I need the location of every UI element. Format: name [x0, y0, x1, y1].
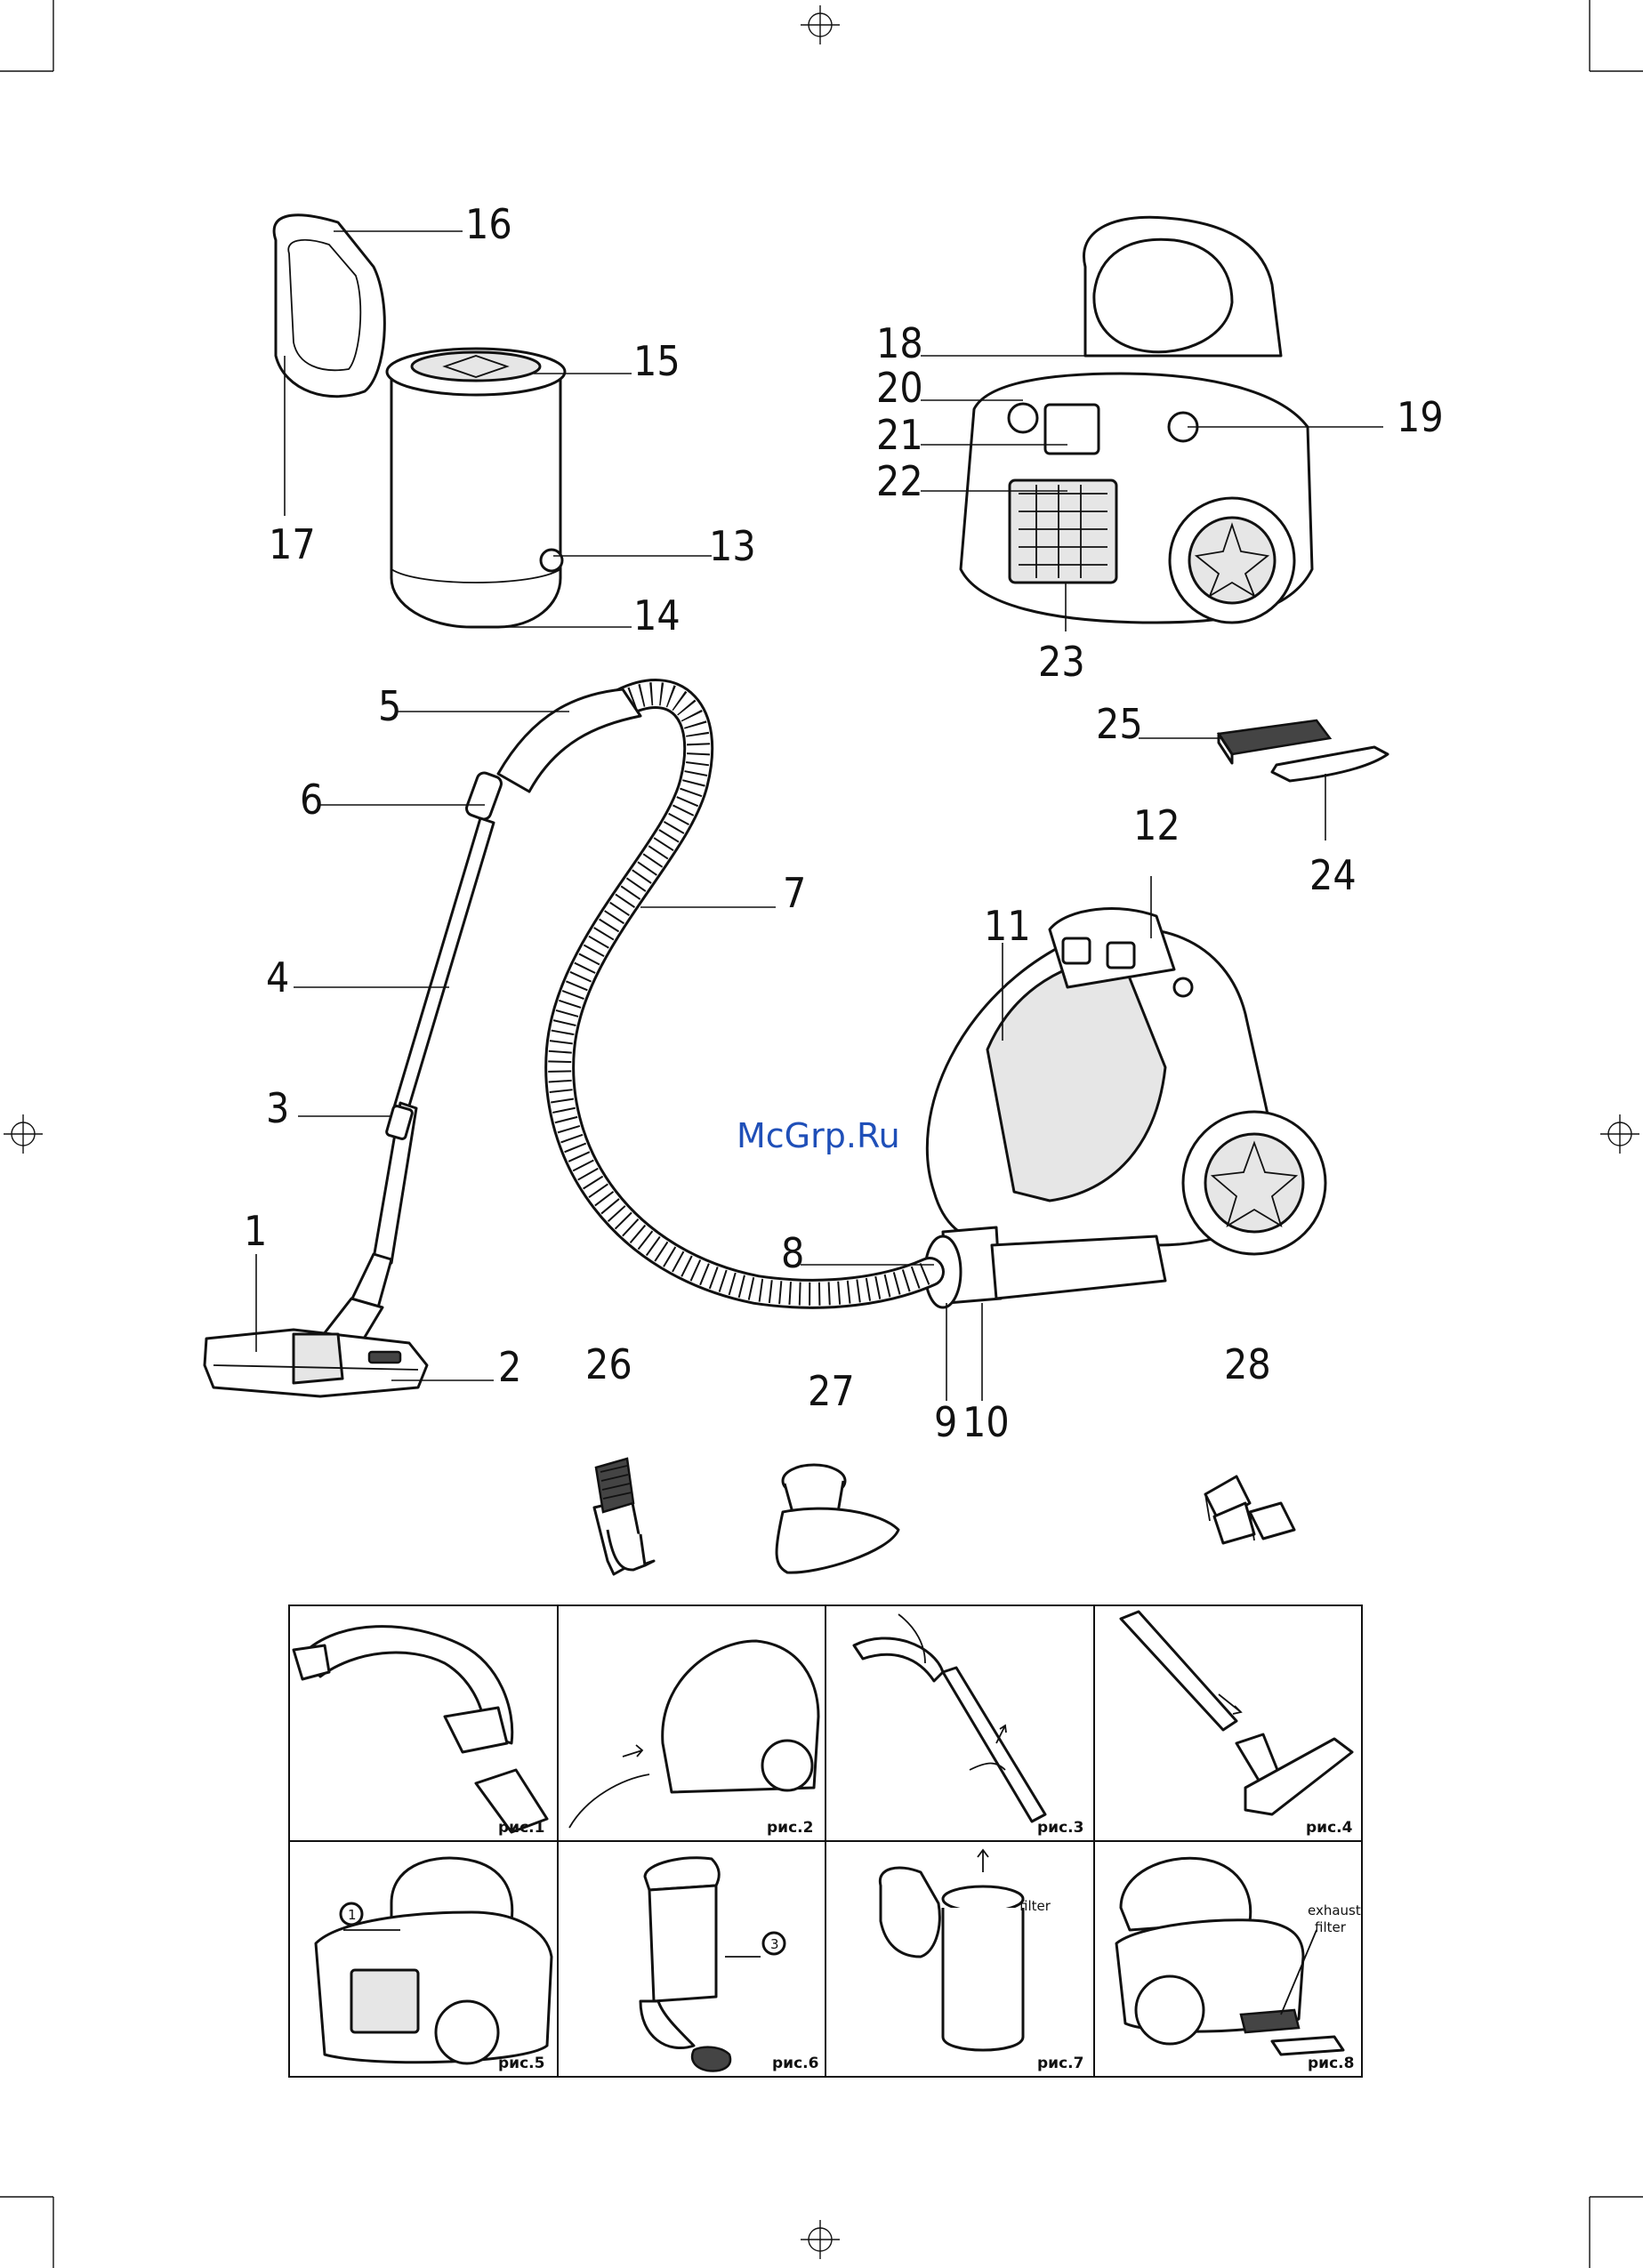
- part-label-23: 23: [1038, 638, 1085, 686]
- part-label-5: 5: [378, 682, 401, 730]
- figure-5-step: 1: [348, 1907, 357, 1923]
- figure-8-exhaust-label-2: filter: [1315, 1919, 1347, 1935]
- part-label-1: 1: [244, 1207, 267, 1255]
- figure-1: рис.1: [294, 1627, 547, 1837]
- part-label-6: 6: [300, 776, 323, 824]
- upholstery-nozzle-drawing: [777, 1465, 898, 1572]
- figure-7: filter рис.7: [880, 1850, 1083, 2072]
- figure-4-caption: рис.4: [1306, 1819, 1353, 1837]
- part-label-8: 8: [781, 1229, 804, 1277]
- part-label-27: 27: [808, 1367, 855, 1415]
- part-label-13: 13: [709, 522, 756, 570]
- part-label-9: 9: [934, 1398, 957, 1446]
- figure-2: рис.2: [569, 1641, 818, 1837]
- part-label-2: 2: [498, 1343, 521, 1391]
- part-label-4: 4: [266, 953, 289, 1001]
- figure-8: exhaust filter рис.8: [1116, 1858, 1361, 2072]
- figure-4: рис.4: [1121, 1612, 1353, 1837]
- hose-drawing: [464, 689, 930, 1294]
- figure-6: 3 рис.6: [640, 1858, 818, 2072]
- watermark: McGrp.Ru: [737, 1116, 900, 1155]
- part-label-22: 22: [876, 457, 923, 505]
- part-label-7: 7: [783, 869, 806, 917]
- part-label-25: 25: [1096, 700, 1143, 748]
- figure-5-caption: рис.5: [498, 2055, 544, 2072]
- dust-container-drawing: [274, 215, 565, 627]
- part-label-3: 3: [266, 1084, 289, 1132]
- registration-mark-left: [4, 1114, 43, 1154]
- filter-sponges-drawing: [1205, 1476, 1294, 1543]
- part-label-10: 10: [962, 1398, 1010, 1446]
- part-label-16: 16: [465, 200, 512, 248]
- part-label-28: 28: [1224, 1340, 1271, 1388]
- figure-7-caption: рис.7: [1037, 2055, 1083, 2072]
- figure-8-caption: рис.8: [1308, 2055, 1354, 2072]
- filters-drawing: [1219, 720, 1388, 781]
- registration-mark-right: [1600, 1114, 1639, 1154]
- registration-mark-top: [801, 5, 840, 44]
- part-label-26: 26: [585, 1340, 632, 1388]
- figure-6-caption: рис.6: [772, 2055, 818, 2072]
- figure-8-exhaust-label-1: exhaust: [1308, 1902, 1361, 1918]
- figure-grid: рис.1 рис.2 рис.3 рис.4: [289, 1605, 1362, 2077]
- part-label-12: 12: [1133, 801, 1180, 849]
- part-label-15: 15: [633, 337, 681, 385]
- figure-2-caption: рис.2: [767, 1819, 813, 1837]
- figure-6-step: 3: [770, 1936, 779, 1952]
- vacuum-rear-drawing: [961, 217, 1312, 623]
- part-label-11: 11: [984, 902, 1031, 950]
- part-label-14: 14: [633, 591, 681, 639]
- wand-drawing: [205, 818, 494, 1396]
- figure-3-caption: рис.3: [1037, 1819, 1083, 1837]
- figure-1-caption: рис.1: [498, 1819, 544, 1837]
- part-label-20: 20: [876, 364, 923, 412]
- part-label-24: 24: [1309, 851, 1357, 899]
- part-label-17: 17: [269, 520, 316, 568]
- vacuum-assembled-drawing: [925, 909, 1325, 1307]
- part-label-19: 19: [1397, 393, 1444, 441]
- part-label-21: 21: [876, 411, 923, 459]
- figure-7-filter-label: filter: [1019, 1898, 1051, 1914]
- registration-mark-bottom: [801, 2220, 840, 2259]
- crevice-brush-drawing: [594, 1459, 654, 1574]
- figure-3: рис.3: [854, 1614, 1083, 1837]
- part-label-18: 18: [876, 319, 923, 367]
- figure-5: 1 рис.5: [316, 1858, 552, 2072]
